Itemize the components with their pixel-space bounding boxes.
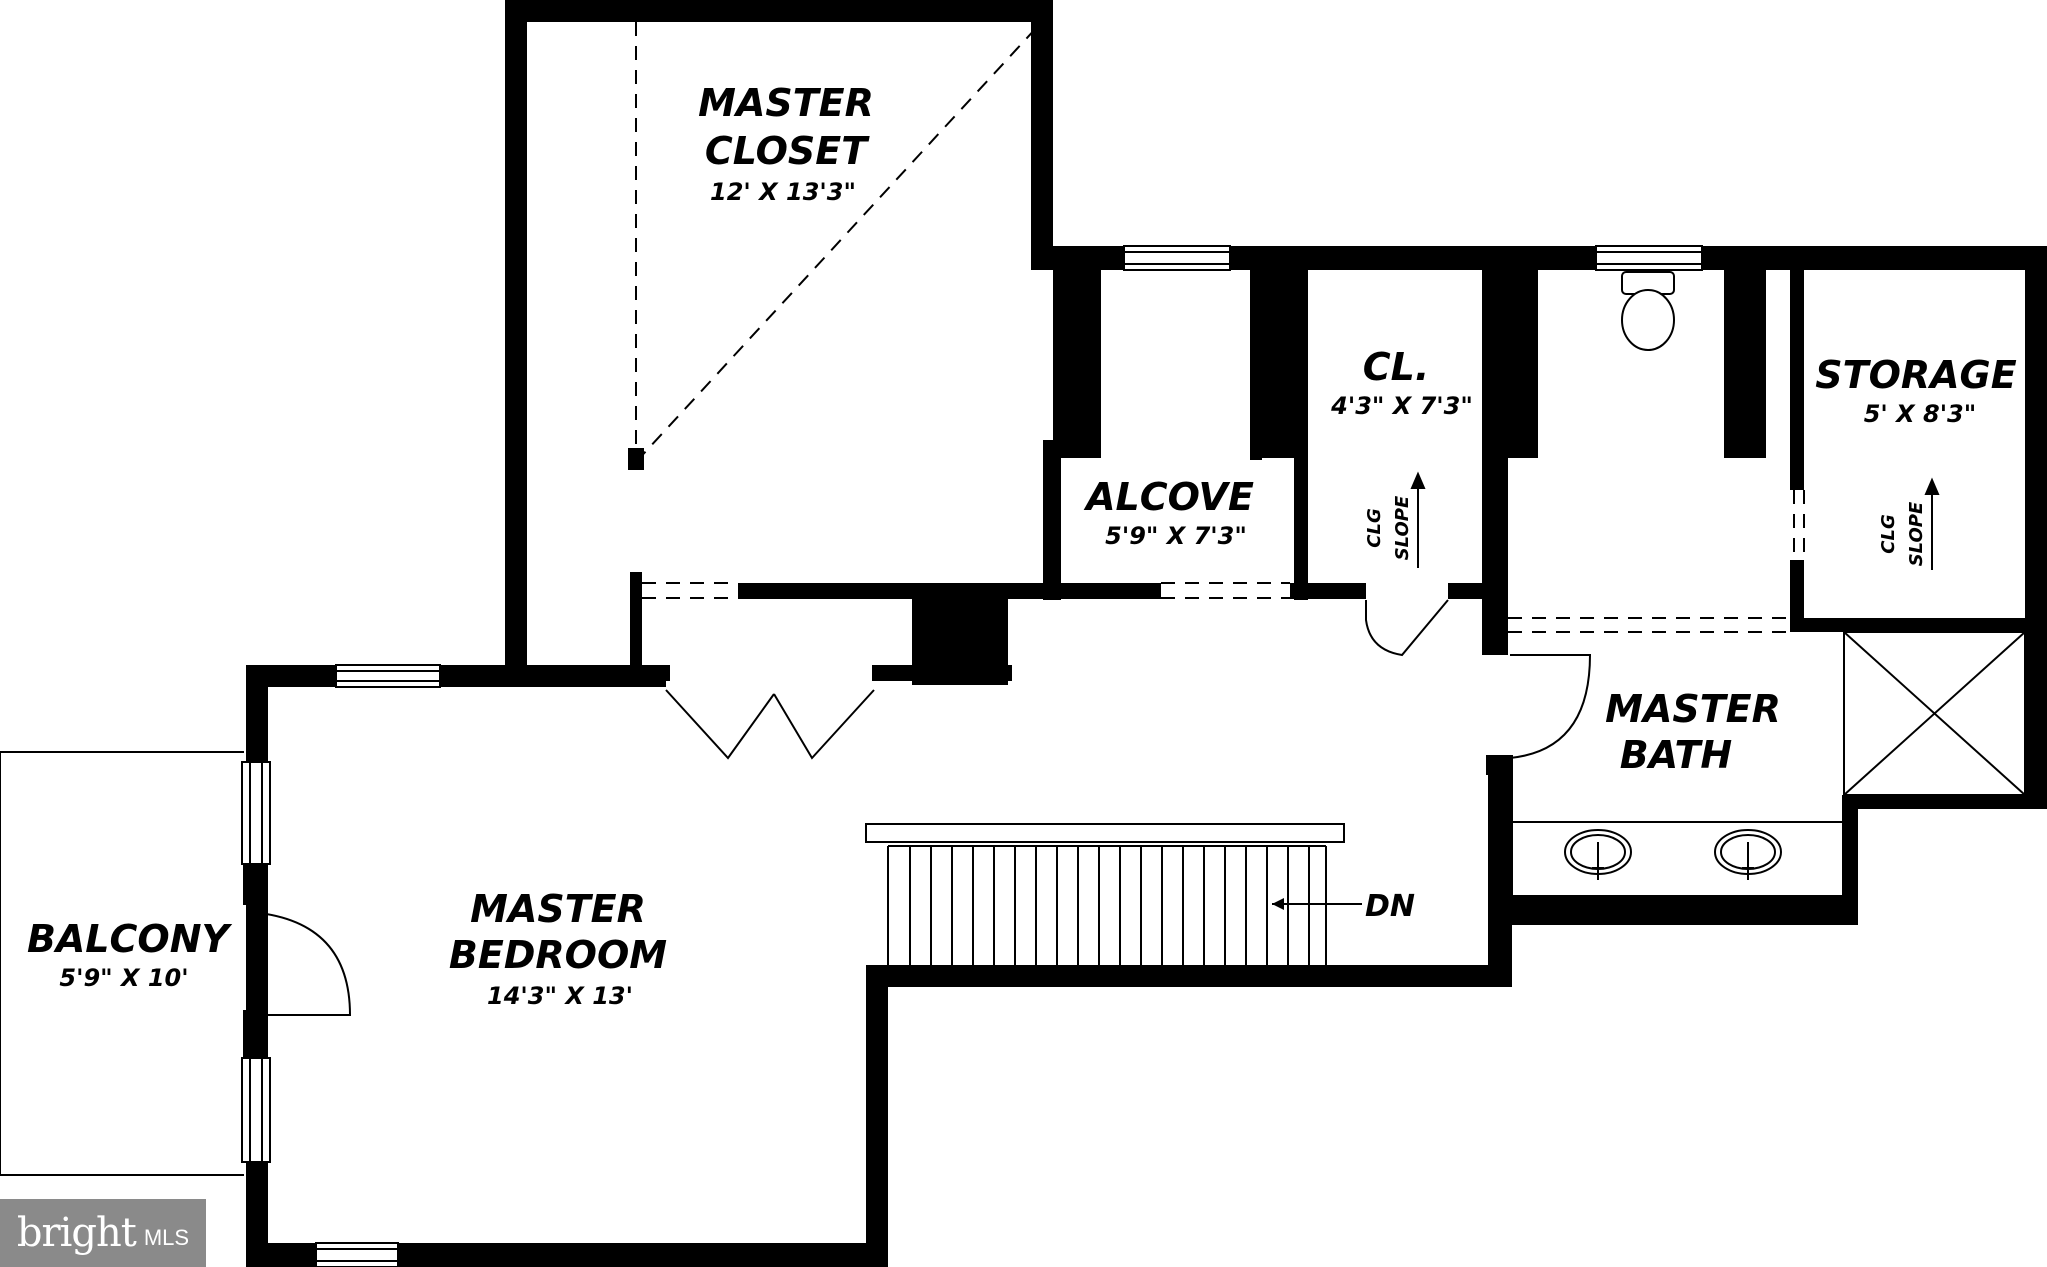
master-bedroom-name-2: BEDROOM xyxy=(449,933,667,977)
sink-left-icon xyxy=(1564,829,1632,880)
master-bath-name-1: MASTER xyxy=(1605,687,1781,731)
closet-dims: 4'3" X 7'3" xyxy=(1330,392,1473,420)
storage-clg-label: CLG xyxy=(1878,514,1899,553)
walls xyxy=(243,0,2047,1267)
doors xyxy=(249,599,1592,1016)
stairs-down-label: DN xyxy=(1365,889,1415,924)
alcove-name: ALCOVE xyxy=(1083,475,1254,519)
alcove-dims: 5'9" X 7'3" xyxy=(1105,522,1247,550)
closet-post xyxy=(628,448,644,470)
dashed-lines xyxy=(635,22,1805,633)
master-closet-name-2: CLOSET xyxy=(705,129,870,173)
master-bedroom-dims: 14'3" X 13' xyxy=(487,982,633,1010)
window-balcony-lower xyxy=(241,1057,271,1163)
closet-slope-label: SLOPE xyxy=(1392,495,1413,560)
master-closet-name-1: MASTER xyxy=(698,81,874,125)
stairs xyxy=(865,823,1362,965)
window-alcove xyxy=(1123,245,1231,271)
window-balcony-upper xyxy=(241,761,271,865)
master-closet-dims: 12' X 13'3" xyxy=(710,178,856,206)
toilet-icon xyxy=(1621,271,1675,351)
storage-dims: 5' X 8'3" xyxy=(1864,400,1977,428)
ceiling-slope-arrows xyxy=(1410,471,1940,570)
window-bath xyxy=(1595,245,1703,271)
watermark: bright MLS xyxy=(0,1199,206,1267)
window-bedroom-top xyxy=(335,664,441,688)
shower xyxy=(1843,631,2026,796)
storage-slope-label: SLOPE xyxy=(1906,501,1927,566)
vanity xyxy=(1510,821,1842,880)
sink-right-icon xyxy=(1714,829,1782,880)
storage-name: STORAGE xyxy=(1815,353,2016,397)
closet-name: CL. xyxy=(1363,345,1430,389)
balcony-outline xyxy=(0,751,244,1176)
master-bedroom-name-1: MASTER xyxy=(470,887,646,931)
windows xyxy=(241,245,1703,1267)
window-bedroom-bottom xyxy=(315,1242,399,1267)
balcony-name: BALCONY xyxy=(27,917,233,961)
stairs-arrow-icon xyxy=(1272,898,1284,910)
closet-clg-label: CLG xyxy=(1364,508,1385,547)
master-bath-name-2: BATH xyxy=(1620,733,1732,777)
watermark-mls: MLS xyxy=(143,1225,190,1250)
watermark-brand: bright xyxy=(16,1210,137,1256)
balcony-dims: 5'9" X 10' xyxy=(59,964,188,992)
